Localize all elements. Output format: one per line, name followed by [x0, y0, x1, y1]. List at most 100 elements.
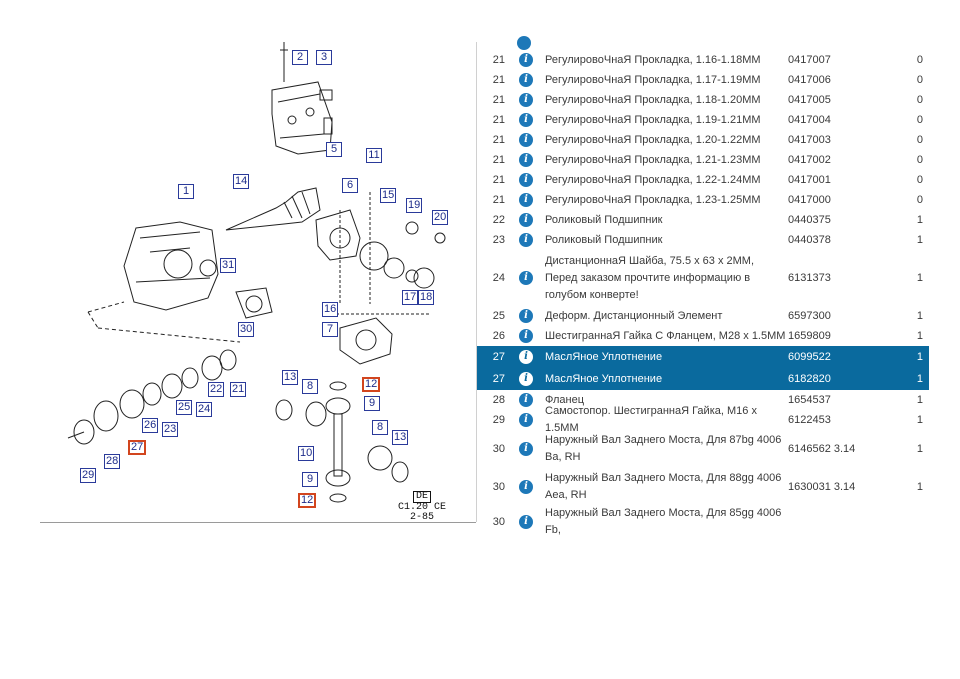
part-ref-number: 28 [492, 394, 505, 406]
part-description: Роликовый Подшипник [545, 233, 663, 246]
info-icon[interactable]: i [507, 173, 545, 187]
part-ref-number: 29 [492, 414, 505, 426]
part-quantity: 1 [916, 310, 923, 322]
callout-27[interactable]: 27 [128, 440, 147, 455]
part-description: РегулировоЧнаЯ Прокладка, 1.22-1.24ММ [545, 173, 761, 186]
callout-26[interactable]: 26 [142, 418, 159, 433]
callout-5[interactable]: 5 [326, 142, 342, 157]
callout-3[interactable]: 3 [316, 50, 332, 65]
part-description: РегулировоЧнаЯ Прокладка, 1.18-1.20ММ [545, 93, 761, 106]
callout-13-b[interactable]: 13 [392, 430, 409, 445]
part-description: РегулировоЧнаЯ Прокладка, 1.19-1.21ММ [545, 113, 761, 126]
info-icon[interactable]: i [507, 350, 545, 364]
callout-11[interactable]: 11 [366, 148, 382, 163]
callout-2[interactable]: 2 [292, 50, 308, 65]
callout-14[interactable]: 14 [233, 174, 250, 189]
info-glyph: i [519, 515, 533, 529]
callout-6[interactable]: 6 [342, 178, 358, 193]
callout-31[interactable]: 31 [220, 258, 237, 273]
part-quantity: 0 [916, 114, 923, 126]
callout-22[interactable]: 22 [208, 382, 225, 397]
callout-17[interactable]: 17 [402, 290, 419, 305]
part-description: Наружный Вал Заднего Моста, Для 87bg 400… [545, 434, 782, 463]
callout-29[interactable]: 29 [80, 468, 97, 483]
part-ref-number: 21 [492, 54, 505, 66]
callout-15[interactable]: 15 [380, 188, 397, 203]
part-ref-number: 21 [492, 194, 505, 206]
callout-13-a[interactable]: 13 [282, 370, 299, 385]
callout-18[interactable]: 18 [418, 290, 435, 305]
info-glyph: i [519, 413, 533, 427]
info-icon[interactable]: i [507, 442, 545, 456]
callout-12-a[interactable]: 12 [362, 377, 381, 392]
callout-21[interactable]: 21 [230, 382, 247, 397]
callout-1[interactable]: 1 [178, 184, 194, 199]
info-icon[interactable]: i [507, 233, 545, 247]
callout-9-a[interactable]: 9 [364, 396, 380, 411]
info-icon[interactable]: i [507, 193, 545, 207]
callout-20[interactable]: 20 [432, 210, 449, 225]
part-ref-number: 27 [492, 373, 505, 385]
info-icon[interactable]: i [507, 372, 545, 386]
callout-23[interactable]: 23 [162, 422, 179, 437]
info-icon[interactable]: i [507, 213, 545, 227]
part-quantity: 0 [916, 94, 923, 106]
info-icon[interactable]: i [507, 393, 545, 407]
info-icon[interactable]: i [507, 53, 545, 67]
callout-12-b[interactable]: 12 [298, 493, 317, 508]
part-number: 6122453 [788, 414, 831, 426]
info-icon[interactable]: i [507, 515, 545, 529]
callout-16[interactable]: 16 [322, 302, 339, 317]
callout-8-a[interactable]: 8 [302, 379, 318, 394]
info-icon[interactable]: i [507, 413, 545, 427]
callout-19[interactable]: 19 [406, 198, 423, 213]
info-icon[interactable]: i [507, 309, 545, 323]
callout-25[interactable]: 25 [176, 400, 193, 415]
callout-24[interactable]: 24 [196, 402, 213, 417]
info-glyph: i [519, 393, 533, 407]
callout-10[interactable]: 10 [298, 446, 315, 461]
info-icon[interactable]: i [507, 329, 545, 343]
info-icon[interactable]: i [507, 480, 545, 494]
info-icon[interactable]: i [507, 93, 545, 107]
info-icon[interactable]: i [507, 271, 545, 285]
info-icon[interactable]: i [507, 113, 545, 127]
part-quantity: 0 [916, 154, 923, 166]
info-icon[interactable]: i [507, 73, 545, 87]
info-icon[interactable]: i [507, 153, 545, 167]
housing-drawing [123, 221, 219, 311]
callout-8-b[interactable]: 8 [372, 420, 388, 435]
part-description: Деформ. Дистанционный Элемент [545, 309, 723, 322]
info-glyph: i [519, 329, 533, 343]
callout-9-b[interactable]: 9 [302, 472, 318, 487]
callout-7[interactable]: 7 [322, 322, 338, 337]
part-quantity: 1 [916, 481, 923, 493]
stamp-date: 2-85 [409, 512, 434, 523]
callout-28[interactable]: 28 [104, 454, 121, 469]
part-quantity: 1 [916, 394, 923, 406]
info-glyph: i [519, 133, 533, 147]
info-icon[interactable]: i [507, 133, 545, 147]
callout-30[interactable]: 30 [238, 322, 255, 337]
info-glyph: i [519, 271, 533, 285]
